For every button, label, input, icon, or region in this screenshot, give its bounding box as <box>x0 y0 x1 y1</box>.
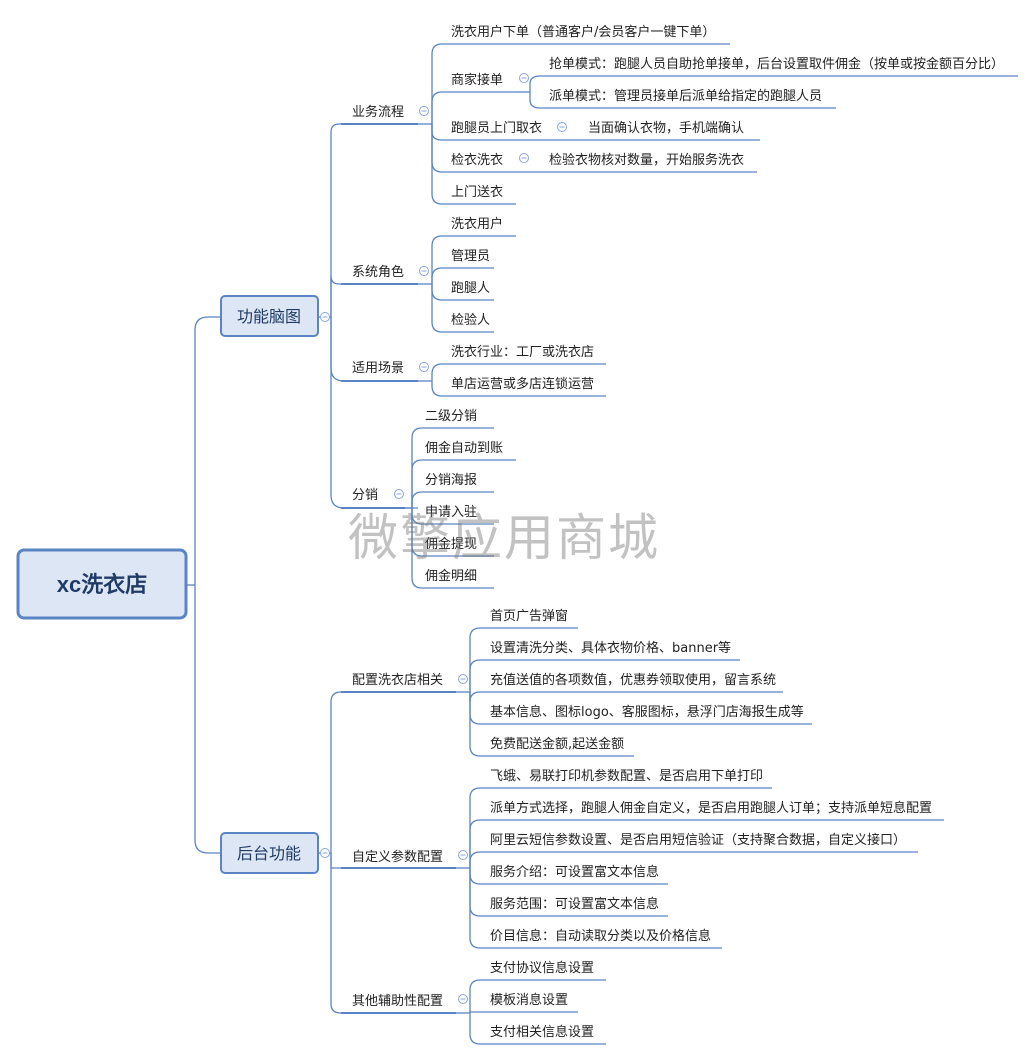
node-distribution-item[interactable]: 二级分销 <box>425 409 477 424</box>
node-inspect-detail[interactable]: 检验衣物核对数量，开始服务洗衣 <box>549 152 744 168</box>
node-scenarios[interactable]: 适用场景 <box>352 361 404 376</box>
node-custom-item[interactable]: 服务范围：可设置富文本信息 <box>490 896 659 912</box>
root-node-box[interactable] <box>16 548 188 620</box>
node-inspect[interactable]: 检衣洗衣 <box>451 152 503 168</box>
node-merchant-dispatch[interactable]: 派单模式：管理员接单后派单给指定的跑腿人员 <box>549 88 822 104</box>
node-pickup[interactable]: 跑腿员上门取衣 <box>451 120 542 136</box>
node-merchant[interactable]: 商家接单 <box>451 72 503 88</box>
node-other-item[interactable]: 模板消息设置 <box>490 992 568 1008</box>
node-custom[interactable]: 自定义参数配置 <box>352 849 443 865</box>
node-merchant-grab[interactable]: 抢单模式：跑腿人员自助抢单接单，后台设置取件佣金（按单或按金额百分比） <box>549 56 1004 72</box>
node-pickup-detail[interactable]: 当面确认衣物，手机端确认 <box>588 120 744 136</box>
node-custom-item[interactable]: 阿里云短信参数设置、是否启用短信验证（支持聚合数据，自定义接口） <box>490 832 906 848</box>
node-distribution-item[interactable]: 分销海报 <box>425 473 477 488</box>
node-delivery[interactable]: 上门送衣 <box>451 184 503 200</box>
node-role[interactable]: 管理员 <box>451 249 490 264</box>
branch-backend-box[interactable] <box>220 832 319 874</box>
node-role[interactable]: 检验人 <box>451 312 490 328</box>
node-custom-item[interactable]: 飞蛾、易联打印机参数配置、是否启用下单打印 <box>490 768 763 784</box>
node-config-item[interactable]: 首页广告弹窗 <box>490 608 568 624</box>
node-config[interactable]: 配置洗衣店相关 <box>352 672 443 688</box>
node-other-item[interactable]: 支付协议信息设置 <box>490 960 594 976</box>
branch-features-label: 功能脑图 <box>237 307 301 326</box>
node-distribution[interactable]: 分销 <box>352 488 378 503</box>
node-other-item[interactable]: 支付相关信息设置 <box>490 1024 594 1040</box>
node-roles[interactable]: 系统角色 <box>352 264 404 280</box>
node-user-order[interactable]: 洗衣用户下单（普通客户/会员客户一键下单） <box>451 24 715 40</box>
node-config-item[interactable]: 基本信息、图标logo、客服图标，悬浮门店海报生成等 <box>490 704 804 720</box>
branch-features-box[interactable] <box>220 295 319 337</box>
node-distribution-item[interactable]: 佣金明细 <box>425 568 477 584</box>
node-distribution-item[interactable]: 佣金提现 <box>425 536 477 552</box>
node-business-flow[interactable]: 业务流程 <box>352 104 404 120</box>
node-config-item[interactable]: 充值送值的各项数值，优惠券领取使用，留言系统 <box>490 672 776 688</box>
node-distribution-item[interactable]: 佣金自动到账 <box>425 440 503 456</box>
node-custom-item[interactable]: 服务介绍：可设置富文本信息 <box>490 864 659 880</box>
node-distribution-item[interactable]: 申请入驻 <box>425 505 477 520</box>
root-node-label: xc洗衣店 <box>57 572 147 597</box>
node-config-item[interactable]: 免费配送金额,起送金额 <box>490 736 624 752</box>
node-role[interactable]: 跑腿人 <box>451 281 490 296</box>
node-scenario[interactable]: 单店运营或多店连锁运营 <box>451 376 594 392</box>
node-scenario[interactable]: 洗衣行业：工厂或洗衣店 <box>451 344 594 360</box>
collapse-markers[interactable] <box>320 73 567 1004</box>
node-role[interactable]: 洗衣用户 <box>451 216 503 232</box>
node-config-item[interactable]: 设置清洗分类、具体衣物价格、banner等 <box>490 640 731 656</box>
node-custom-item[interactable]: 价目信息：自动读取分类以及价格信息 <box>490 928 711 944</box>
node-custom-item[interactable]: 派单方式选择，跑腿人佣金自定义，是否启用跑腿人订单；支持派单短息配置 <box>490 800 932 816</box>
node-other[interactable]: 其他辅助性配置 <box>352 994 443 1009</box>
branch-backend-label: 后台功能 <box>237 844 301 863</box>
